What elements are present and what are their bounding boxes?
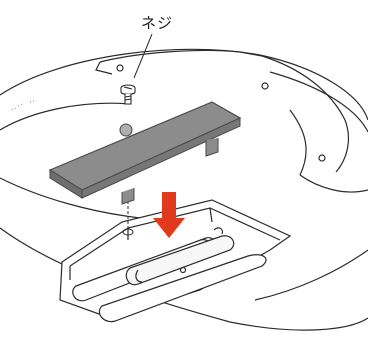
callout-leader <box>134 34 152 78</box>
battery-cover <box>50 102 240 204</box>
screw-label: ネジ <box>141 12 173 33</box>
screw <box>121 85 135 104</box>
